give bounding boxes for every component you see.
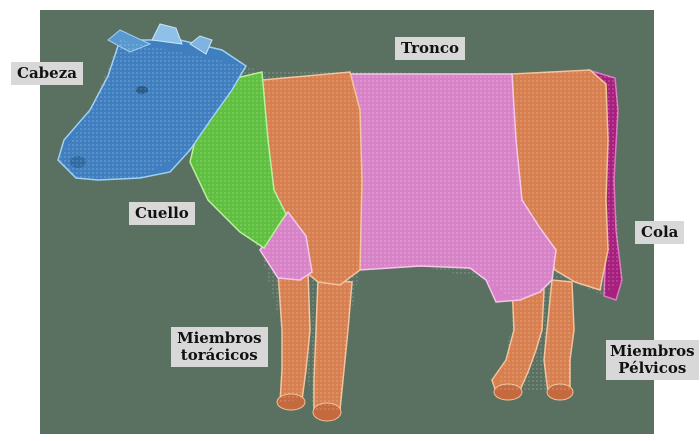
label-cola: Cola [635,221,684,244]
label-miembros-pelvicos: Miembros Pélvicos [606,340,699,380]
label-miembros-pelvicos-line1: Miembros [610,343,695,360]
label-miembros-toracicos: Miembros torácicos [171,327,268,367]
label-cabeza-text: Cabeza [17,65,77,82]
label-miembros-pelvicos-line2: Pélvicos [610,360,695,377]
label-cabeza: Cabeza [11,62,83,85]
label-cuello-text: Cuello [135,205,189,222]
label-cola-text: Cola [641,224,678,241]
label-tronco-text: Tronco [401,40,459,57]
label-miembros-toracicos-line1: Miembros [177,330,262,347]
label-tronco: Tronco [395,37,465,60]
label-cuello: Cuello [129,202,195,225]
label-miembros-toracicos-line2: torácicos [177,347,262,364]
